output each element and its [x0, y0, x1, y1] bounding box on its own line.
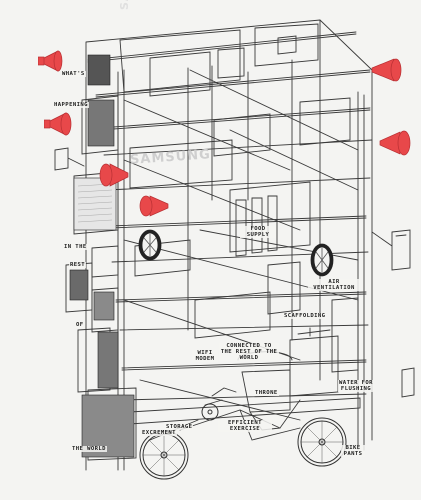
label-air-ventilation: AIR VENTILATION [308, 279, 360, 291]
label-food-supply: FOOD SUPPLY [240, 226, 276, 238]
label-whats: WHAT'S [61, 71, 86, 77]
megaphone-icon [379, 130, 411, 156]
label-the-world: THE WORLD [71, 446, 107, 452]
label-of: OF [75, 322, 85, 328]
wheel-icon-right [297, 417, 347, 467]
label-happening: HAPPENING [53, 102, 89, 108]
label-bike-pants: BIKE PANTS [341, 445, 365, 457]
label-throne: THRONE [254, 390, 279, 396]
label-storage: STORAGE [165, 424, 194, 430]
fan-icon-right [310, 243, 334, 277]
wheel-icon-left [139, 430, 189, 480]
label-excrement: EXCREMENT [141, 430, 177, 436]
megaphone-icon [371, 58, 402, 82]
label-efficient-exercise: EFFICIENT EXERCISE [218, 420, 272, 432]
wheel-icon-small [201, 403, 219, 421]
label-water-for-flushing: WATER FOR FLUSHING [338, 380, 374, 392]
label-rest: REST [69, 262, 87, 268]
label-wifi-modem: WIFI MODEM [192, 350, 218, 362]
megaphone-icon [99, 163, 129, 187]
megaphone-icon [139, 195, 169, 217]
megaphone-icon [38, 50, 63, 72]
label-in-the: IN THE [63, 244, 88, 250]
fan-icon-left [138, 229, 162, 261]
label-scaffolding: SCAFFOLDING [283, 313, 327, 319]
megaphone-icon [44, 112, 72, 136]
label-connected: CONNECTED TO THE REST OF THE WORLD [219, 343, 279, 361]
